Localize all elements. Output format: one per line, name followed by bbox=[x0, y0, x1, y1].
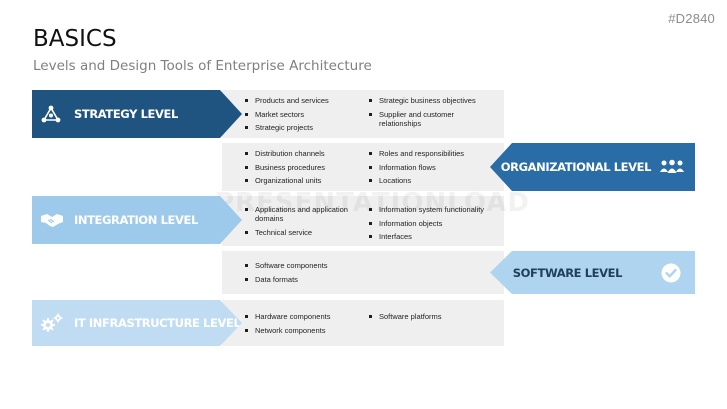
list-item: Organizational units bbox=[245, 176, 360, 185]
integration-level-label: INTEGRATION LEVEL bbox=[74, 213, 198, 227]
gears-icon bbox=[40, 313, 64, 333]
organizational-list-col1: Distribution channels Business procedure… bbox=[245, 149, 360, 190]
list-item: Data formats bbox=[245, 275, 360, 284]
list-item: Strategic business objectives bbox=[369, 96, 489, 105]
list-item: Hardware components bbox=[245, 312, 360, 321]
integration-list-col1: Applications and application domains Tec… bbox=[245, 205, 357, 241]
strategy-panel bbox=[222, 90, 504, 138]
integration-panel bbox=[222, 196, 504, 246]
it-infrastructure-level-banner: IT INFRASTRUCTURE LEVEL bbox=[32, 300, 242, 346]
list-item: Technical service bbox=[245, 228, 357, 237]
page-title: BASICS bbox=[33, 26, 117, 52]
list-item: Information objects bbox=[369, 219, 499, 228]
list-item: Business procedures bbox=[245, 163, 360, 172]
list-item: Software platforms bbox=[369, 312, 489, 321]
organizational-level-banner: ORGANIZATIONAL LEVEL bbox=[490, 143, 695, 191]
strategy-level-label: STRATEGY LEVEL bbox=[74, 107, 178, 121]
list-item: Products and services bbox=[245, 96, 360, 105]
list-item: Distribution channels bbox=[245, 149, 360, 158]
software-list-col1: Software components Data formats bbox=[245, 261, 360, 288]
it-infrastructure-list-col1: Hardware components Network components bbox=[245, 312, 360, 339]
integration-list-col2: Information system functionality Informa… bbox=[369, 205, 499, 246]
list-item: Software components bbox=[245, 261, 360, 270]
watermark: PRESENTATIONLOAD bbox=[215, 188, 530, 218]
software-panel bbox=[222, 251, 504, 294]
it-infrastructure-panel bbox=[222, 300, 504, 346]
organizational-level-label: ORGANIZATIONAL LEVEL bbox=[500, 160, 652, 174]
checkmark-circle-icon bbox=[660, 263, 682, 283]
handshake-icon bbox=[40, 212, 64, 228]
strategy-level-banner: STRATEGY LEVEL bbox=[32, 90, 242, 138]
list-item: Interfaces bbox=[369, 232, 499, 241]
strategy-list-col2: Strategic business objectives Supplier a… bbox=[369, 96, 489, 132]
list-item: Market sectors bbox=[245, 110, 360, 119]
integration-level-banner: INTEGRATION LEVEL bbox=[32, 196, 242, 244]
list-item: Applications and application domains bbox=[245, 205, 357, 223]
list-item: Information system functionality bbox=[369, 205, 499, 214]
people-group-icon bbox=[659, 159, 685, 175]
strategy-list-col1: Products and services Market sectors Str… bbox=[245, 96, 360, 137]
organizational-panel bbox=[222, 143, 504, 191]
organizational-list-col2: Roles and responsibilities Information f… bbox=[369, 149, 489, 190]
slide-id: #D2840 bbox=[668, 11, 715, 26]
list-item: Roles and responsibilities bbox=[369, 149, 489, 158]
software-level-banner: SOFTWARE LEVEL bbox=[490, 251, 695, 294]
list-item: Information flows bbox=[369, 163, 489, 172]
it-infrastructure-level-label: IT INFRASTRUCTURE LEVEL bbox=[74, 316, 241, 330]
software-level-label: SOFTWARE LEVEL bbox=[512, 265, 623, 280]
list-item: Strategic projects bbox=[245, 123, 360, 132]
list-item: Network components bbox=[245, 326, 360, 335]
list-item: Supplier and customer relationships bbox=[369, 110, 489, 128]
page-subtitle: Levels and Design Tools of Enterprise Ar… bbox=[33, 58, 372, 74]
it-infrastructure-list-col2: Software platforms bbox=[369, 312, 489, 326]
list-item: Locations bbox=[369, 176, 489, 185]
network-triangle-icon bbox=[40, 105, 62, 123]
